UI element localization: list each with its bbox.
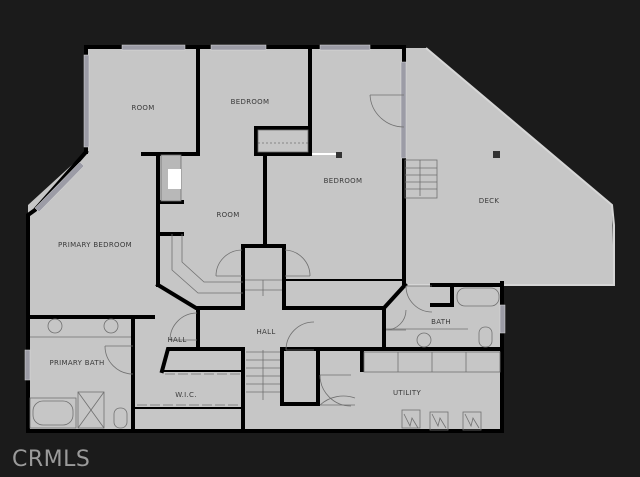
room-label-primary-bedroom: PRIMARY BEDROOM [58,241,132,249]
room-label-bedroom-2: BEDROOM [323,177,363,185]
floor-area [28,48,614,431]
room-label-utility: UTILITY [392,389,422,397]
room-label-room-1: ROOM [131,104,155,112]
room-label-room-2: ROOM [216,211,240,219]
fixtures [29,94,501,431]
room-label-hall-1: HALL [256,328,276,336]
room-label-wic: W.I.C. [175,391,197,399]
room-label-hall-2: HALL [167,336,187,344]
deck-area [405,48,614,285]
room-label-bath: BATH [431,318,451,326]
room-label-deck: DECK [478,197,500,205]
room-label-bedroom-1: BEDROOM [230,98,270,106]
room-label-primary-bath: PRIMARY BATH [49,359,105,367]
windows [24,44,506,381]
walls [26,45,504,433]
crmls-watermark: CRMLS [12,447,91,472]
